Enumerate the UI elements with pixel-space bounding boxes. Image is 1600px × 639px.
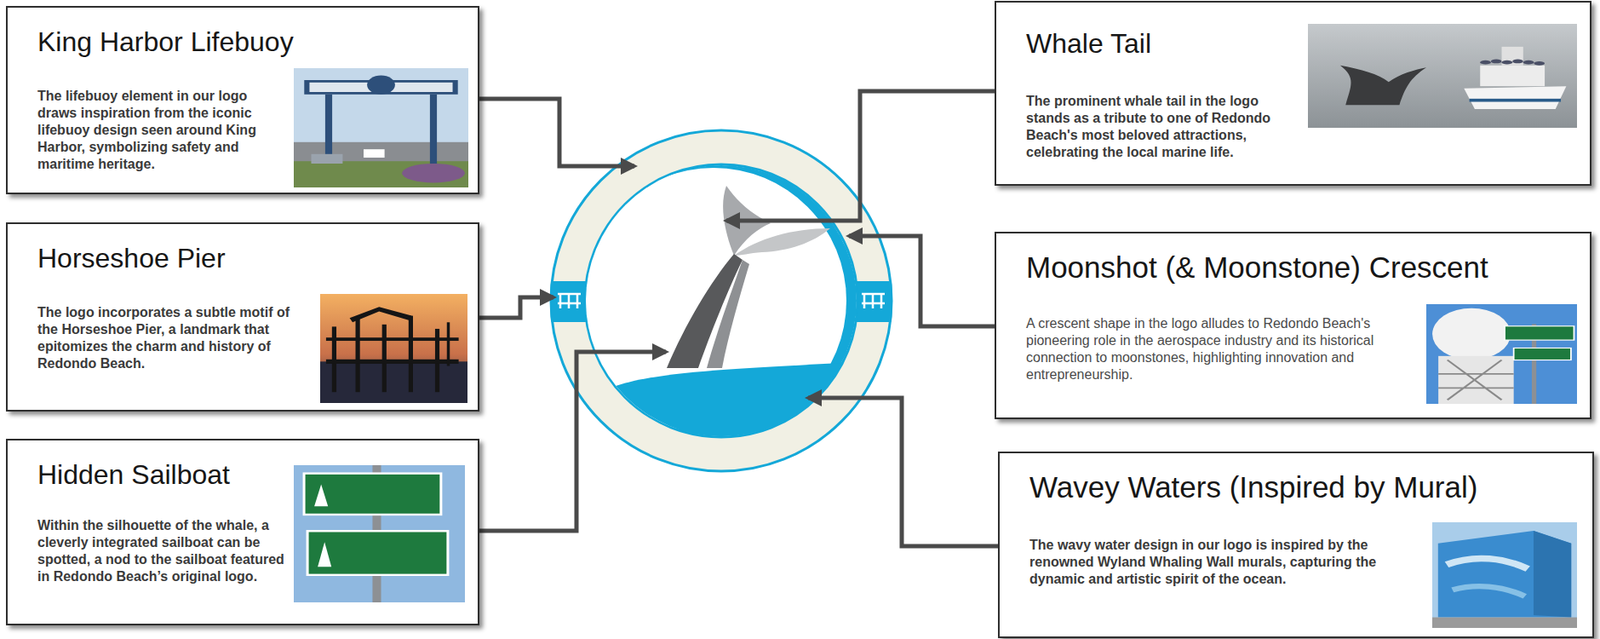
space-park-photo: [1513, 347, 1572, 360]
box-description: Within the silhouette of the whale, a cl…: [37, 516, 286, 585]
leader-line: [808, 397, 998, 546]
whale-watch-photo: [1307, 23, 1578, 128]
callout-box: Whale TailThe prominent whale tail in th…: [994, 0, 1592, 186]
harbor-photo: [363, 149, 385, 158]
callout-box: Hidden SailboatWithin the silhouette of …: [5, 438, 480, 626]
pier-photo: [326, 359, 459, 364]
pier-photo: [326, 337, 459, 341]
whale-watch-photo: [1502, 60, 1514, 65]
box-heading: Whale Tail: [1026, 28, 1152, 60]
whale-watch-photo: [1469, 98, 1561, 103]
mural-photo: [1533, 530, 1572, 618]
space-park-photo: [1432, 308, 1511, 361]
leader-line: [848, 235, 995, 327]
lifebuoy-ring: [853, 281, 898, 322]
box-heading: Wavey Waters (Inspired by Mural): [1029, 470, 1478, 505]
pier-photo: [320, 293, 468, 403]
whale-watch-photo: [1502, 46, 1524, 66]
pier-icon: [861, 293, 885, 309]
space-park-photo: [1438, 360, 1514, 401]
box-description: The wavy water design in our logo is ins…: [1029, 536, 1422, 588]
harbor-photo: [293, 160, 469, 188]
harbor-photo: [401, 163, 465, 183]
whale-watch-photo: [1463, 86, 1566, 109]
logo-interior: [580, 165, 861, 443]
box-heading: Horseshoe Pier: [37, 242, 226, 275]
lifebuoy-ring: [550, 130, 892, 471]
leader-line: [726, 91, 995, 221]
space-park-photo: [1426, 303, 1578, 404]
harbor-photo: [311, 154, 344, 164]
whale-watch-photo: [1523, 60, 1535, 65]
whale-watch-photo: [1491, 58, 1503, 64]
box-description: The prominent whale tail in the logo sta…: [1026, 92, 1297, 161]
lifebuoy-ring: [544, 130, 898, 471]
mural-photo: [1446, 557, 1528, 568]
space-park-photo: [1438, 360, 1514, 401]
box-heading: Hidden Sailboat: [37, 458, 230, 491]
pier-photo: [326, 306, 459, 392]
logo-interior: [706, 259, 750, 368]
harbor-photo: [430, 94, 437, 164]
callout-box: Moonshot (& Moonstone) Crescent A crescen…: [994, 231, 1592, 419]
lifebuoy-ring: [544, 281, 590, 322]
pier-photo: [408, 315, 413, 393]
whale-watch-photo: [1479, 58, 1545, 65]
space-park-photo: [1426, 303, 1578, 404]
callout-box: Horseshoe PierThe logo incorporates a su…: [5, 222, 480, 412]
mural-photo: [1432, 521, 1578, 628]
pier-photo: [447, 321, 450, 366]
pier-photo: [349, 306, 413, 322]
mural-photo: [1452, 585, 1526, 597]
space-park-photo: [1438, 355, 1514, 404]
street-sign-photo: [303, 473, 442, 515]
harbor-photo: [293, 68, 469, 188]
harbor-photo: [293, 68, 469, 188]
box-description: The logo incorporates a subtle motif of …: [37, 303, 312, 373]
street-sign-photo: [314, 484, 328, 507]
pier-photo: [320, 293, 468, 403]
box-description: The lifebuoy element in our logo draws i…: [37, 87, 286, 173]
pier-icon: [557, 293, 581, 309]
pier-photo: [320, 361, 468, 403]
space-park-photo: [1504, 326, 1574, 340]
harbor-photo: [325, 94, 333, 164]
whale-watch-photo: [1340, 65, 1427, 105]
mural-photo: [1432, 521, 1578, 628]
callout-box: Wavey Waters (Inspired by Mural) The wavy…: [997, 451, 1595, 638]
street-sign-photo: [307, 530, 448, 575]
harbor-photo: [367, 74, 396, 94]
street-sign-photo: [317, 541, 332, 567]
leader-line: [479, 98, 635, 167]
mural-photo: [1432, 617, 1578, 628]
street-sign-photo: [293, 464, 465, 603]
pier-photo: [382, 324, 387, 392]
box-heading: Moonshot (& Moonstone) Crescent: [1026, 250, 1489, 285]
logo-interior: [587, 361, 861, 443]
box-heading: King Harbor Lifebuoy: [37, 26, 294, 58]
whale-watch-photo: [1479, 65, 1545, 87]
leader-line: [479, 297, 554, 318]
harbor-photo: [293, 142, 469, 188]
pier-photo: [332, 326, 337, 392]
whale-watch-photo: [1307, 23, 1578, 128]
callout-box: King Harbor LifebuoyThe lifebuoy element…: [5, 5, 480, 195]
leader-lines: [479, 91, 998, 546]
mural-photo: [1438, 530, 1572, 618]
pier-photo: [355, 317, 361, 392]
box-description: A crescent shape in the logo alludes to …: [1026, 315, 1418, 384]
street-sign-photo: [293, 464, 465, 603]
logo-interior: [734, 228, 831, 256]
whale-watch-photo: [1533, 61, 1545, 66]
whale-watch-photo: [1479, 60, 1492, 65]
whale-watch-photo: [1512, 58, 1524, 64]
leader-line: [479, 351, 666, 531]
